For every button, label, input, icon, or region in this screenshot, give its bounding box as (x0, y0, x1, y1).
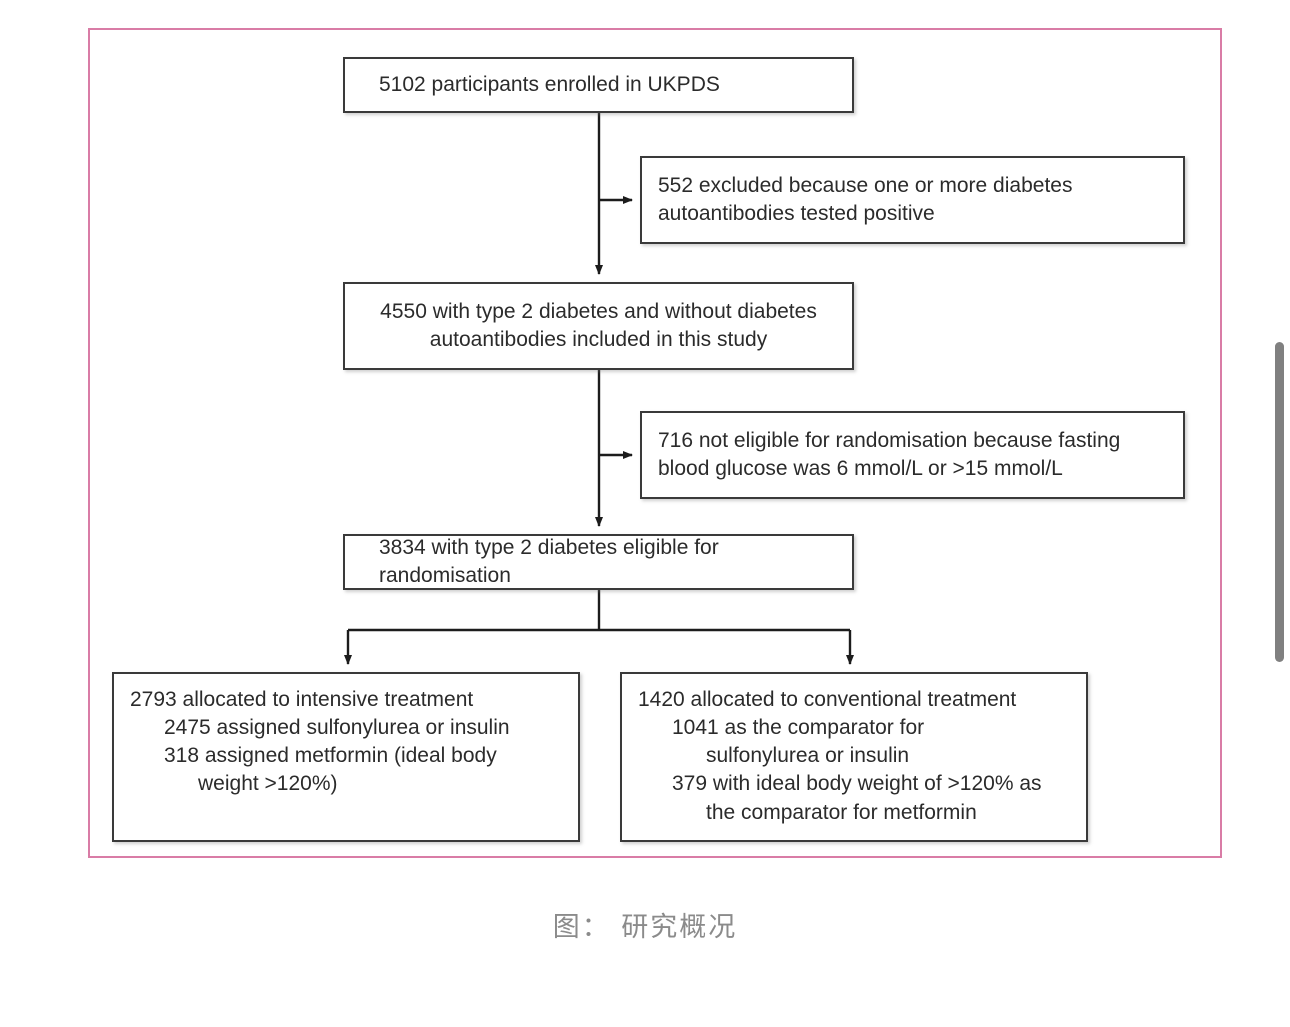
page-scrollbar[interactable] (1268, 0, 1290, 1027)
node-enrolled-label: 5102 participants enrolled in UKPDS (379, 72, 720, 96)
node-included-label: 4550 with type 2 diabetes and without di… (380, 299, 817, 351)
node-intensive-allocation: 2793 allocated to intensive treatment 24… (112, 672, 580, 842)
node-intensive-line-2: 318 assigned metformin (ideal body (164, 744, 497, 768)
node-not-eligible-label: 716 not eligible for randomisation becau… (658, 428, 1121, 480)
flowchart-canvas: 5102 participants enrolled in UKPDS 552 … (90, 30, 1220, 856)
node-eligible: 3834 with type 2 diabetes eligible for r… (343, 534, 854, 590)
node-intensive-line-1: 2475 assigned sulfonylurea or insulin (164, 716, 510, 740)
node-enrolled: 5102 participants enrolled in UKPDS (343, 57, 854, 113)
node-conventional-line-0: 1420 allocated to conventional treatment (638, 688, 1017, 711)
scrollbar-thumb[interactable] (1275, 342, 1284, 662)
node-excluded-antibodies-label: 552 excluded because one or more diabete… (658, 173, 1073, 225)
node-included: 4550 with type 2 diabetes and without di… (343, 282, 854, 370)
node-intensive-line-3: weight >120%) (198, 772, 338, 796)
node-excluded-antibodies: 552 excluded because one or more diabete… (640, 156, 1185, 244)
node-not-eligible: 716 not eligible for randomisation becau… (640, 411, 1185, 499)
figure-frame: 5102 participants enrolled in UKPDS 552 … (88, 28, 1222, 858)
node-conventional-allocation: 1420 allocated to conventional treatment… (620, 672, 1088, 842)
node-conventional-line-2: sulfonylurea or insulin (706, 744, 910, 768)
node-eligible-label: 3834 with type 2 diabetes eligible for r… (379, 535, 719, 587)
node-conventional-line-3: 379 with ideal body weight of >120% as (672, 772, 1042, 796)
node-conventional-line-1: 1041 as the comparator for (672, 716, 925, 740)
figure-caption: 图： 研究概况 (552, 912, 738, 943)
node-intensive-line-0: 2793 allocated to intensive treatment (130, 688, 474, 711)
node-conventional-line-4: the comparator for metformin (706, 800, 977, 824)
